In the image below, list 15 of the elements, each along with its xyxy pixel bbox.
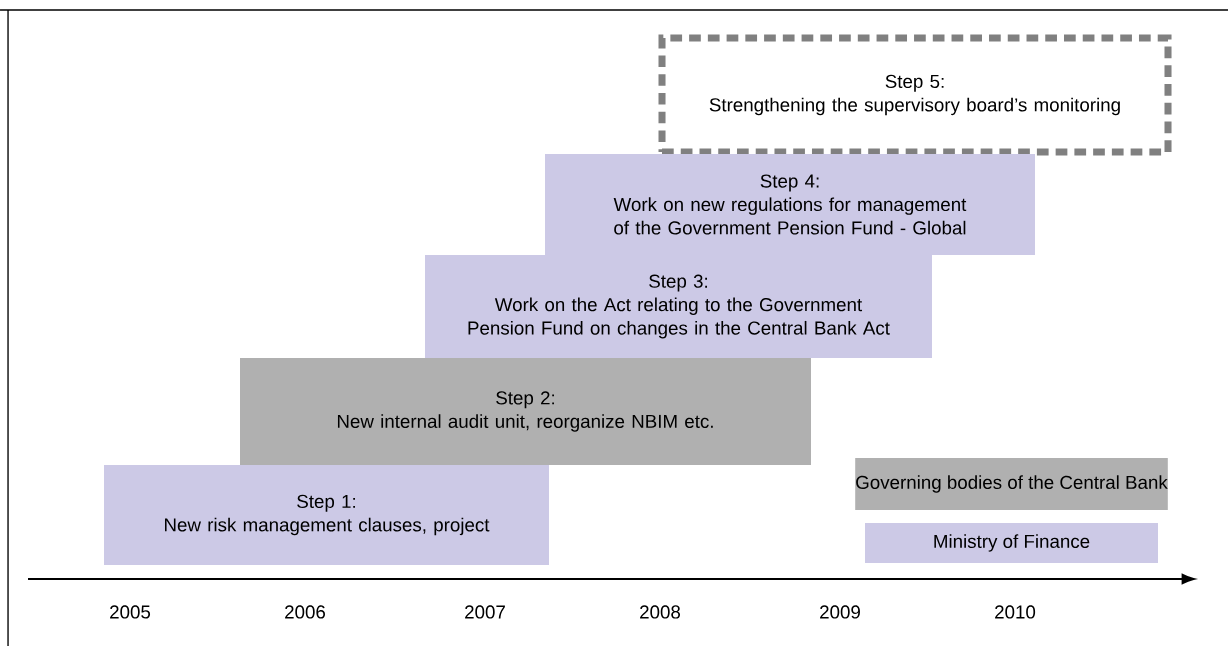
year-label: 2009: [820, 605, 860, 619]
node-label: Work on new regulations for management of the Government Pension Fund - Global: [613, 197, 967, 235]
step-box: Step 2: New internal audit unit, reorganize NBIM etc.: [240, 358, 811, 465]
year-label: 2005: [110, 605, 151, 619]
year-label: 2007: [465, 605, 505, 619]
step-box: Step 3: Work on the Act relating to the Government Pension Fund on changes in the Central Bank Act: [425, 255, 932, 358]
year-label: 2010: [995, 605, 1036, 619]
node-label: Step 4:: [760, 174, 819, 192]
node-label: Work on the Act relating to the Government Pension Fund on changes in the Central Bank Act: [468, 297, 890, 339]
step-box: Step 4: Work on new regulations for management of the Government Pension Fund - Global: [545, 154, 1035, 255]
year-label: 2006: [285, 605, 325, 619]
step-box: Step 5: Strengthening the supervisory board’s monitoring: [658, 34, 1172, 156]
step-box: Step 1: New risk management clauses, project: [104, 465, 549, 565]
node-label: Step 3:: [649, 274, 707, 292]
year-label: 2008: [640, 605, 681, 619]
